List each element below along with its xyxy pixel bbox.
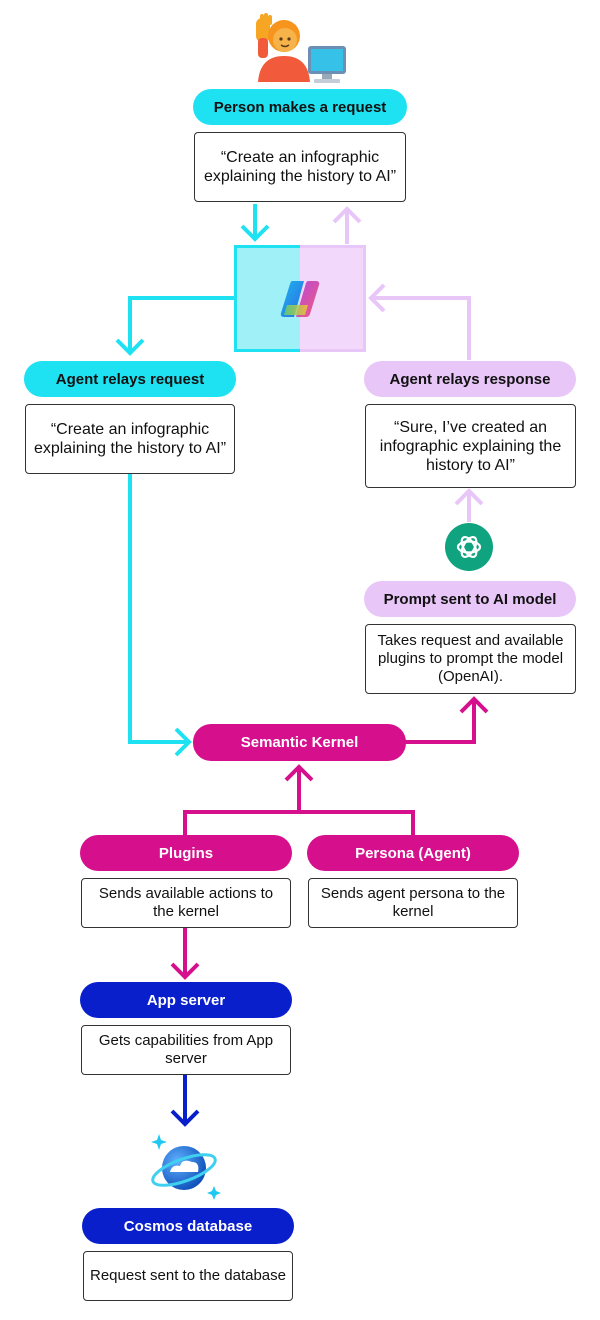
arrowhead-request-to-kernel: [174, 727, 192, 757]
person-request-text: “Create an infographic explaining the hi…: [194, 132, 406, 202]
person-request-pill: Person makes a request: [193, 89, 407, 125]
cosmos-database-pill: Cosmos database: [82, 1208, 294, 1244]
plugins-text: Sends available actions to the kernel: [81, 878, 291, 928]
prompt-sent-text: Takes request and available plugins to p…: [365, 624, 576, 694]
arrowhead-person-to-agent: [240, 224, 270, 242]
arrowhead-agent-to-person: [332, 206, 362, 224]
agent-relays-response-text: “Sure, I’ve created an infographic expla…: [365, 404, 576, 488]
persona-text: Sends agent persona to the kernel: [308, 878, 518, 928]
connector-relay-response-to-agent: [372, 296, 471, 360]
copilot-logo-icon: [278, 277, 322, 321]
persona-pill: Persona (Agent): [307, 835, 519, 871]
arrowhead-plugins-to-app-server: [170, 962, 200, 980]
agent-hub: [234, 245, 366, 352]
agent-relays-request-text: “Create an infographic explaining the hi…: [25, 404, 235, 474]
agent-relays-request-pill: Agent relays request: [24, 361, 236, 397]
arrowhead-kernel-to-prompt: [459, 696, 489, 714]
app-server-pill: App server: [80, 982, 292, 1018]
connector-request-to-kernel: [128, 473, 188, 744]
arrowhead-agent-to-relay-request: [115, 338, 145, 356]
connector-kernel-to-prompt: [405, 700, 476, 744]
connector-agent-to-relay-request: [128, 296, 234, 352]
person-at-computer-icon: [250, 12, 350, 86]
app-server-text: Gets capabilities from App server: [81, 1025, 291, 1075]
agent-relays-response-pill: Agent relays response: [364, 361, 576, 397]
plugins-pill: Plugins: [80, 835, 292, 871]
arrowhead-model-to-response: [454, 488, 484, 506]
arrowhead-branch-to-kernel: [284, 764, 314, 782]
cosmos-database-text: Request sent to the database: [83, 1251, 293, 1301]
connector-plugins-to-kernel: [183, 810, 415, 836]
openai-logo-icon: [445, 523, 493, 571]
arrowhead-relay-response-to-agent: [368, 283, 386, 313]
arrowhead-app-server-to-cosmos: [170, 1109, 200, 1127]
semantic-kernel-pill: Semantic Kernel: [193, 724, 406, 761]
cosmos-db-icon: [146, 1130, 226, 1206]
prompt-sent-pill: Prompt sent to AI model: [364, 581, 576, 617]
